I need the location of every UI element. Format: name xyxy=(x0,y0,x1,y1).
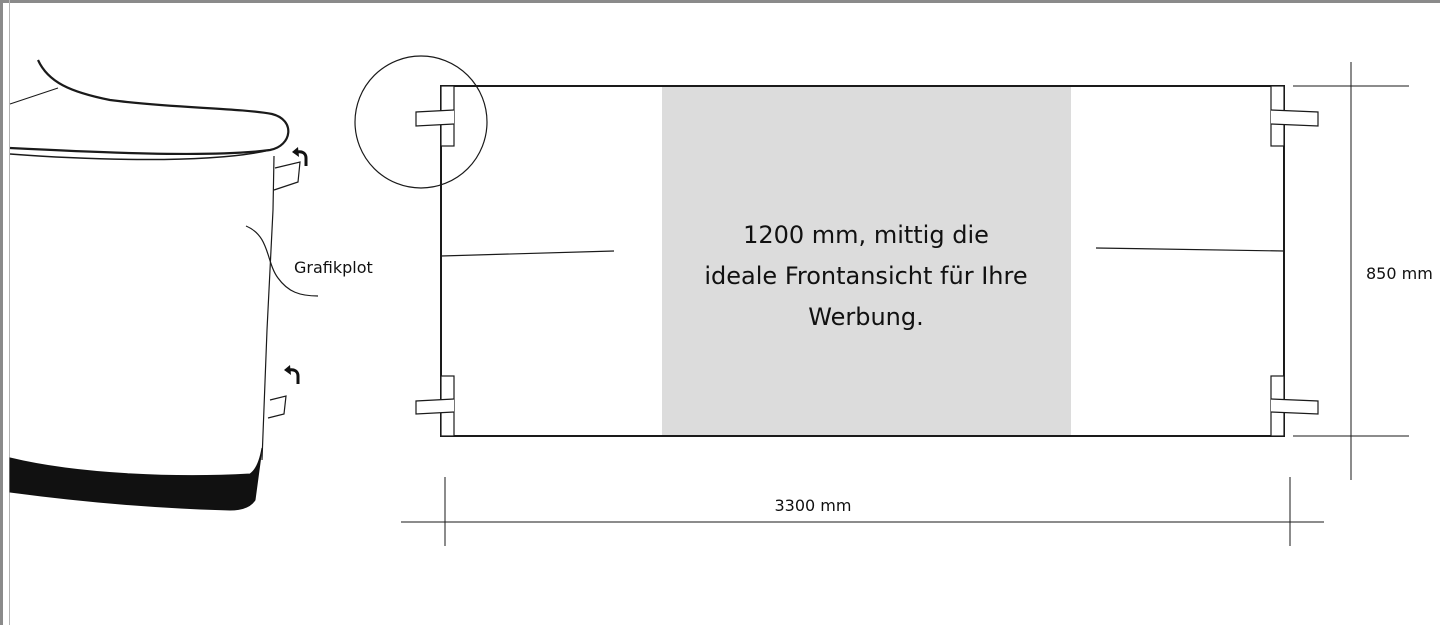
banner-clip-top-left xyxy=(415,85,455,147)
counter-body-side xyxy=(261,155,275,461)
banner-clip-top-right xyxy=(1270,85,1319,147)
frame-left-inner xyxy=(9,0,10,625)
banner-clip-bottom-left xyxy=(415,375,455,437)
frame-left xyxy=(0,0,3,625)
counter-top-edge xyxy=(9,149,271,161)
height-label: 850 mm xyxy=(1366,264,1433,283)
grafikplot-leader xyxy=(245,225,319,297)
detail-circle xyxy=(354,55,488,189)
banner-clip-bottom-right xyxy=(1270,375,1319,437)
fold-line-right xyxy=(1095,247,1285,252)
counter-clip-bottom xyxy=(267,395,287,419)
front-view-text-line1: 1200 mm, mittig die xyxy=(743,221,989,249)
front-view-text-line3: Werbung. xyxy=(808,303,923,331)
width-label: 3300 mm xyxy=(775,496,852,515)
height-dimension xyxy=(1293,62,1409,480)
counter-illustration xyxy=(9,59,319,511)
front-view-zone xyxy=(662,86,1071,436)
counter-base-band xyxy=(9,447,263,511)
curved-arrow-icon xyxy=(292,147,308,166)
curved-arrow-icon xyxy=(284,365,300,384)
frame-top xyxy=(0,0,1440,3)
grafikplot-label: Grafikplot xyxy=(294,258,373,277)
counter-clip-top xyxy=(273,161,301,191)
fold-line-left xyxy=(440,250,615,257)
counter-top xyxy=(9,59,290,156)
counter-top-shading xyxy=(9,87,59,105)
banner-outline xyxy=(440,85,1285,437)
width-dimension xyxy=(401,477,1324,546)
front-view-text-line2: ideale Frontansicht für Ihre xyxy=(704,262,1027,290)
